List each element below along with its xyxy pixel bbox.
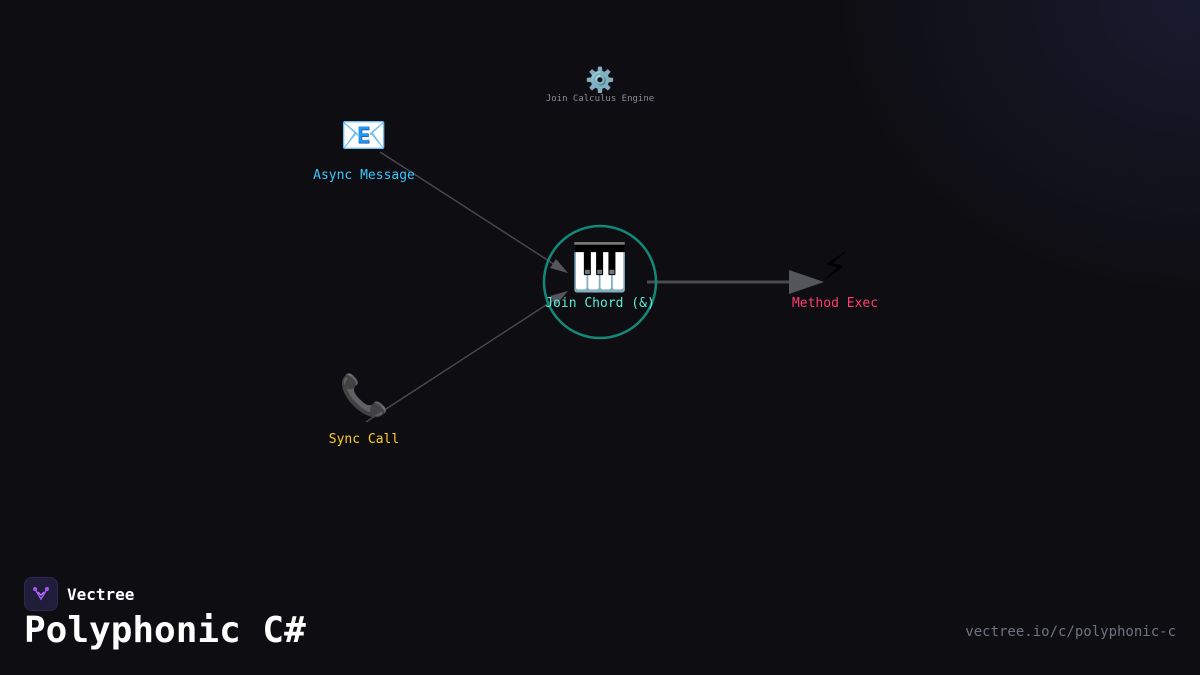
edge-async-to-join: [379, 151, 567, 273]
edge-sync-to-join: [365, 291, 567, 423]
node-async-message: 📧 Async Message: [313, 116, 415, 183]
gear-icon: ⚙️: [585, 66, 615, 94]
async-message-label: Async Message: [313, 168, 415, 183]
edge-async-arrowhead: [550, 259, 568, 273]
engine-label: Join Calculus Engine: [545, 94, 655, 104]
sync-call-label: Sync Call: [328, 432, 400, 447]
join-chord-ring: [542, 224, 658, 340]
brand: Vectree: [24, 577, 134, 611]
edge-sync-arrowhead: [550, 291, 568, 305]
join-chord-label: Join Chord (&): [545, 296, 655, 311]
envelope-icon: 📧: [340, 113, 388, 157]
vectree-logo-icon: [24, 577, 58, 611]
node-method-exec: ⚡ Method Exec: [791, 240, 879, 312]
node-sync-call: 📞 Sync Call: [329, 376, 399, 447]
lightning-icon: ⚡: [821, 240, 849, 291]
method-exec-label: Method Exec: [791, 296, 879, 311]
brand-name: Vectree: [67, 584, 135, 604]
piano-icon: 🎹: [571, 240, 629, 294]
engine-header: ⚙️ Join Calculus Engine: [546, 68, 654, 104]
telephone-icon: 📞: [339, 373, 389, 419]
node-join-chord: 🎹 Join Chord (&): [545, 244, 655, 311]
page-url[interactable]: vectree.io/c/polyphonic-c: [965, 624, 1176, 640]
page-title: Polyphonic C#: [24, 610, 306, 651]
edge-join-arrowhead: [789, 270, 824, 294]
